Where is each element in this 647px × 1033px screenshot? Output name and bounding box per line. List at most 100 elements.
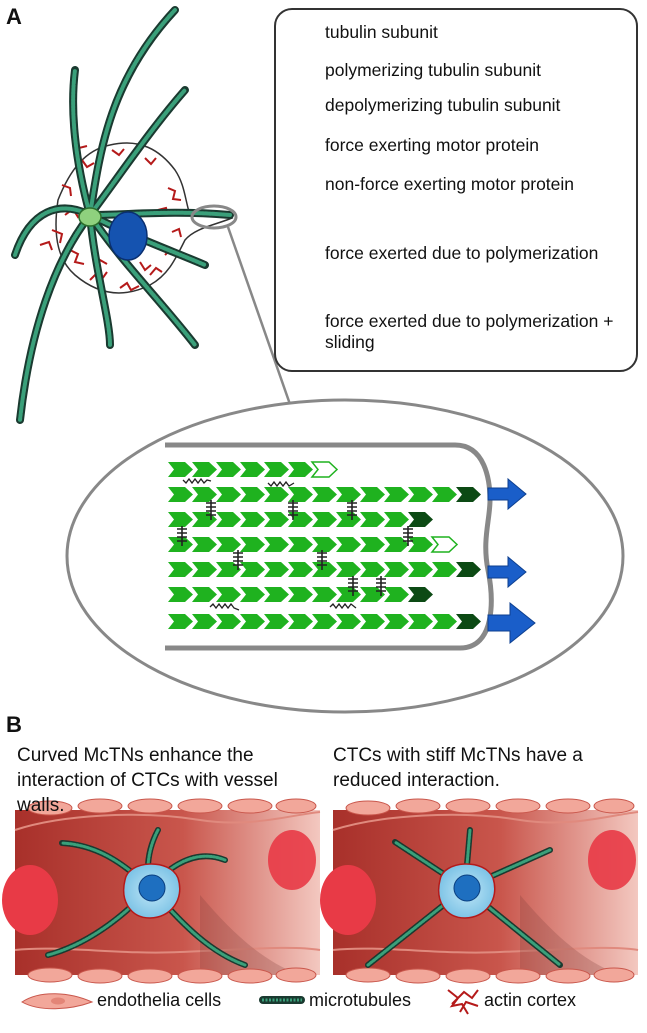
caption-curved: Curved McTNs enhance the interaction of … [17,745,278,816]
actin-icon [447,989,479,1015]
force-motor [182,477,357,611]
bottom-legend-endothelia: endothelia cells [97,990,222,1010]
tubulin-subunit [408,487,433,502]
polymerizing-subunit [408,512,433,527]
tubulin-subunit [384,587,409,602]
tubulin-subunit [384,537,409,552]
zoom-indicator [190,204,238,230]
tubulin-subunit [288,562,313,577]
tubulin-subunit [216,587,241,602]
tubulin-subunit [336,537,361,552]
tubulin-subunit [168,487,193,502]
legend-label-polymerizing: polymerizing tubulin subunit [325,60,541,80]
tubulin-subunit [240,487,265,502]
zoomed-membrane [165,442,494,651]
tubulin-subunit [168,562,193,577]
tubulin-subunit [192,462,217,477]
tubulin-subunit [288,462,313,477]
tubulin-subunit [264,462,289,477]
tubulin-subunit [216,537,241,552]
cell-illustration [11,6,234,424]
tubulin-subunit [360,487,385,502]
tubulin-subunit [288,587,313,602]
bottom-legend-icons [21,989,479,1015]
tubulin-subunit [408,614,433,629]
tubulin-subunit [432,562,457,577]
tubulin-subunit [384,614,409,629]
microtubule-rows [168,461,481,629]
tubulin-subunit [312,614,337,629]
tubulin-subunit [240,587,265,602]
tubulin-subunit [360,562,385,577]
tubulin-subunit [240,537,265,552]
tubulin-subunit [168,462,193,477]
tubulin-subunit [192,562,217,577]
panel-label-b: B [6,712,22,737]
polymerizing-subunit [408,587,433,602]
tubulin-subunit [360,512,385,527]
tubulin-subunit [264,562,289,577]
tubulin-subunit [192,614,217,629]
tubulin-subunit [336,487,361,502]
tubulin-subunit [288,487,313,502]
tubulin-subunit [312,487,337,502]
zoom-line [226,226,294,411]
legend-label-tubulin: tubulin subunit [325,22,438,42]
legend-label-nonforce-motor: non-force exerting motor protein [325,174,575,194]
tubulin-subunit [360,537,385,552]
tubulin-subunit [240,562,265,577]
tubulin-subunit [312,587,337,602]
tubulin-subunit [408,562,433,577]
legend-label-force-motor: force exerting motor protein [325,135,539,155]
polymerizing-subunit [456,487,481,502]
tubulin-subunit [264,487,289,502]
bottom-legend-microtubules: microtubules [309,990,412,1010]
motor-proteins [177,477,413,611]
vessel-right [320,798,639,984]
tubulin-subunit [192,587,217,602]
tubulin-subunit [240,512,265,527]
tubulin-subunit [336,562,361,577]
tubulin-subunit [360,614,385,629]
nonforce-motor [177,500,413,596]
force-arrow-3 [487,601,536,645]
tubulin-subunit [312,537,337,552]
depolymerizing-subunit [430,536,459,553]
tubulin-subunit [168,614,193,629]
vessel-left [2,798,321,984]
tubulin-subunit [432,487,457,502]
microtubule-icon [259,996,305,1004]
tubulin-subunit [264,587,289,602]
depolymerizing-subunit [310,461,339,478]
bottom-legend-actin: actin cortex [484,990,577,1010]
ctc-stiff [365,827,563,968]
tubulin-subunit [216,614,241,629]
panel-label-a: A [6,4,22,29]
tubulin-subunit [192,537,217,552]
caption-stiff: CTCs with stiff McTNs have a reduced int… [333,745,583,791]
tubulin-subunit [336,614,361,629]
tubulin-subunit [408,537,433,552]
legend-label-large-arrow: force exerted due to polymerization + sl… [325,311,614,352]
microtubule-network [11,6,234,424]
polymerizing-subunit [456,562,481,577]
tubulin-subunit [432,614,457,629]
force-arrow-2 [487,555,527,589]
tubulin-subunit [384,562,409,577]
tubulin-subunit [168,512,193,527]
centrosome [78,207,102,227]
tubulin-subunit [264,512,289,527]
nucleus [108,211,148,261]
tubulin-subunit [288,537,313,552]
tubulin-subunit [288,614,313,629]
polymerizing-subunit [456,614,481,629]
tubulin-subunit [240,462,265,477]
tubulin-subunit [216,462,241,477]
ctc-curved [45,827,248,968]
force-arrow-1 [487,477,527,511]
legend-box [274,8,638,372]
tubulin-subunit [264,537,289,552]
tubulin-subunit [216,487,241,502]
tubulin-subunit [216,512,241,527]
